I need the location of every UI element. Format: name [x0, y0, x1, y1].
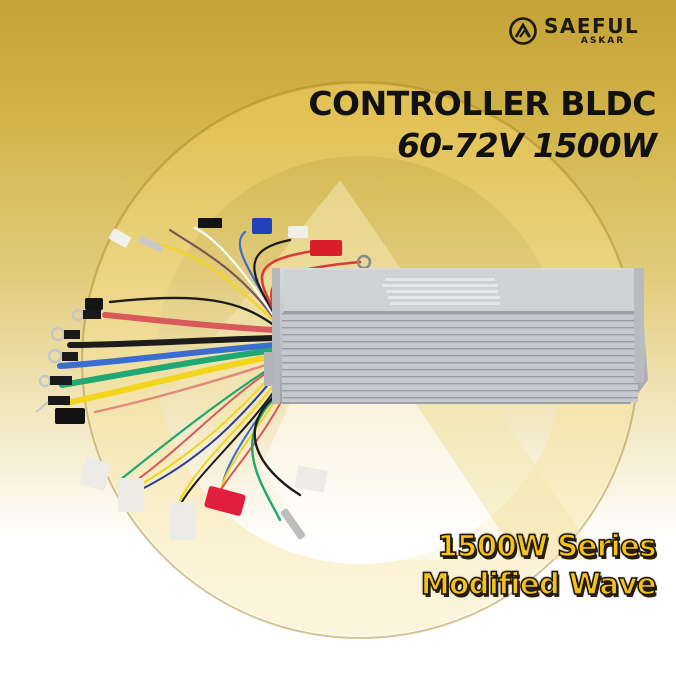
tagline-line-2: Modified Wave: [420, 566, 657, 602]
controller-box: [264, 268, 648, 404]
title-line-1: CONTROLLER BLDC: [308, 84, 656, 123]
tagline-line-1: 1500W Series: [437, 528, 658, 564]
product-title: CONTROLLER BLDC 60-72V 1500W: [308, 84, 657, 168]
mountain-circle-logo-icon: [509, 17, 537, 45]
series-tagline: 1500W Series Modified Wave: [420, 527, 658, 603]
title-line-2: 60-72V 1500W: [397, 126, 657, 165]
brand-name: SAEFUL: [544, 14, 640, 38]
brand-subname: ASKAR: [580, 36, 626, 46]
brand-logo: SAEFUL ASKAR: [508, 16, 639, 46]
wire-terminals: [35, 218, 372, 540]
